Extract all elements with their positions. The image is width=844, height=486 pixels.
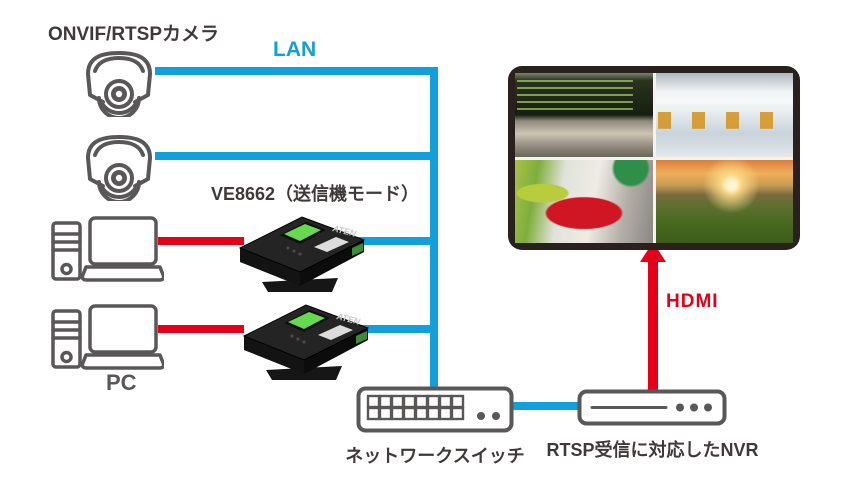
quad-view-monitor xyxy=(508,66,800,250)
hdmi-label: HDMI xyxy=(666,291,719,312)
camera-view-sunset-meadow xyxy=(655,159,793,243)
hdmi-line-shaft xyxy=(648,260,658,392)
transmitter-label: VE8662（送信機モード） xyxy=(211,184,420,204)
camera-view-formula-one-car xyxy=(515,159,653,243)
quad-grid xyxy=(515,73,793,243)
pc2-to-transmitter2-line xyxy=(158,325,244,333)
switch-label: ネットワークスイッチ xyxy=(345,446,525,466)
lan-line-transmitter1 xyxy=(356,237,438,245)
camera-view-airport-departure-board xyxy=(515,73,653,157)
pc-label: PC xyxy=(106,370,137,395)
pc1-to-transmitter1-line xyxy=(158,237,244,245)
lan-line-camera1 xyxy=(155,67,438,75)
switch-to-nvr-line xyxy=(510,402,582,410)
ve8662-transmitter-1-photo: ATEN xyxy=(238,216,366,292)
pc-icon-1 xyxy=(51,216,164,282)
dome-camera-icon-1 xyxy=(86,51,152,117)
network-switch-icon xyxy=(356,386,514,433)
lan-label: LAN xyxy=(273,38,317,61)
lan-line-camera2 xyxy=(155,152,438,160)
nvr-icon xyxy=(577,389,727,426)
camera-view-airport-terminal xyxy=(655,73,793,157)
dome-camera-icon-2 xyxy=(86,135,152,201)
nvr-label: RTSP受信に対応したNVR xyxy=(546,440,759,460)
lan-trunk-line xyxy=(430,67,438,392)
cameras-label: ONVIF/RTSPカメラ xyxy=(48,24,220,45)
ve8662-transmitter-2-photo: ATEN xyxy=(242,304,370,380)
lan-line-transmitter2 xyxy=(360,325,438,333)
pc-icon-2 xyxy=(51,304,164,370)
